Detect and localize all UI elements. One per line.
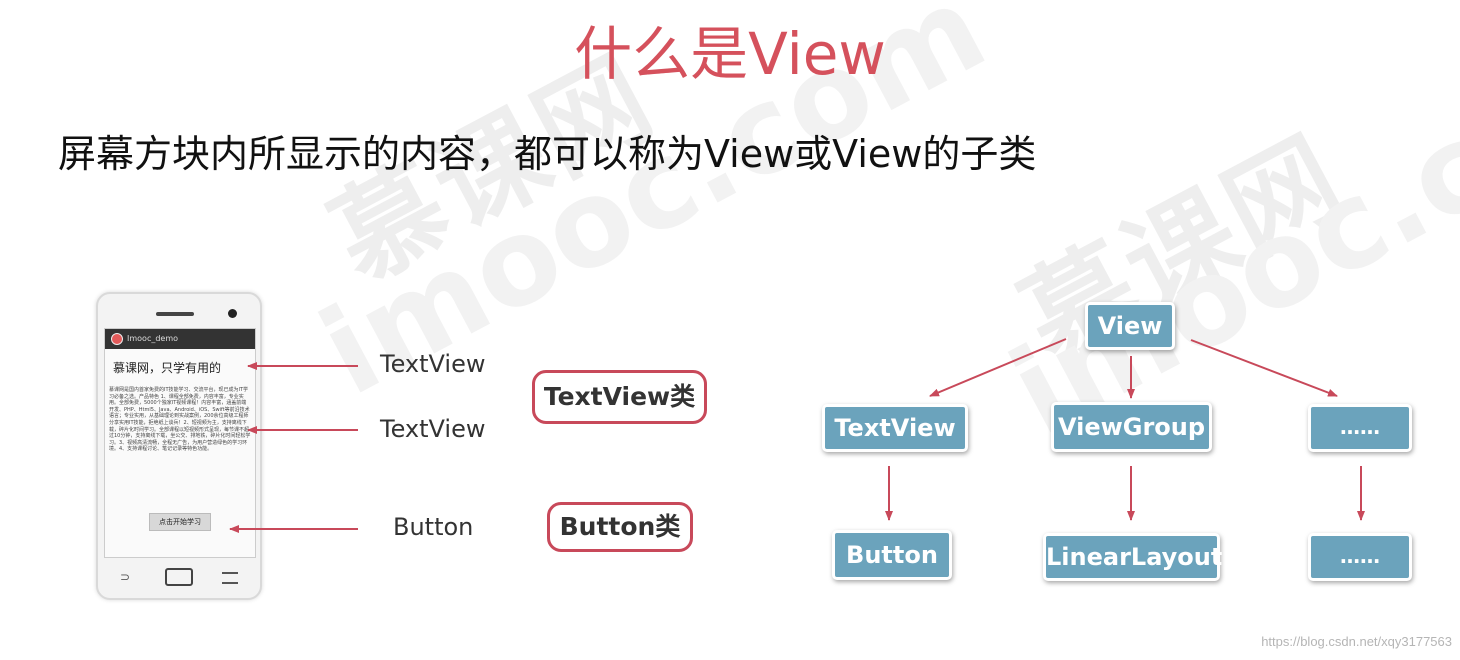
app-heading-textview: 慕课网，只学有用的 xyxy=(113,361,222,375)
back-icon[interactable]: ⊃ xyxy=(120,570,131,584)
app-body-textview: 慕课网是国内首家免费的IT技能学习、交流平台，现已成为IT学习必备之选。产品特色… xyxy=(109,387,251,453)
phone-screen: Imooc_demo 慕课网，只学有用的 慕课网是国内首家免费的IT技能学习、交… xyxy=(104,328,256,558)
tree-arrow-view-etc xyxy=(1190,339,1338,397)
tree-node-linearlayout: LinearLayout xyxy=(1043,533,1222,581)
tree-arrow-view-textview xyxy=(929,338,1067,397)
page-title: 什么是View xyxy=(574,20,886,88)
tree-node-etc-2: …… xyxy=(1308,533,1412,581)
menu-icon[interactable] xyxy=(222,572,238,584)
phone-nav-bar: ⊃ xyxy=(98,562,260,592)
callout-label-button: Button xyxy=(393,513,474,541)
subtitle: 屏幕方块内所显示的内容，都可以称为View或View的子类 xyxy=(58,132,1037,176)
footer-url: https://blog.csdn.net/xqy3177563 xyxy=(1261,634,1452,649)
app-start-button[interactable]: 点击开始学习 xyxy=(149,513,211,531)
tree-node-textview: TextView xyxy=(822,404,968,452)
phone-mockup: Imooc_demo 慕课网，只学有用的 慕课网是国内首家免费的IT技能学习、交… xyxy=(96,292,262,600)
app-title-bar: Imooc_demo xyxy=(105,329,255,349)
callout-label-textview-2: TextView xyxy=(380,415,486,443)
phone-camera xyxy=(228,309,237,318)
pill-button-class: Button类 xyxy=(547,502,693,552)
tree-node-view: View xyxy=(1085,302,1175,350)
app-name: Imooc_demo xyxy=(127,334,179,343)
callout-label-textview-1: TextView xyxy=(380,350,486,378)
app-logo-icon xyxy=(111,333,123,345)
pill-textview-class: TextView类 xyxy=(532,370,707,424)
home-icon[interactable] xyxy=(165,568,193,586)
tree-node-etc-1: …… xyxy=(1308,404,1412,452)
tree-node-viewgroup: ViewGroup xyxy=(1051,402,1212,452)
phone-speaker xyxy=(156,312,194,316)
tree-node-button: Button xyxy=(832,530,952,580)
